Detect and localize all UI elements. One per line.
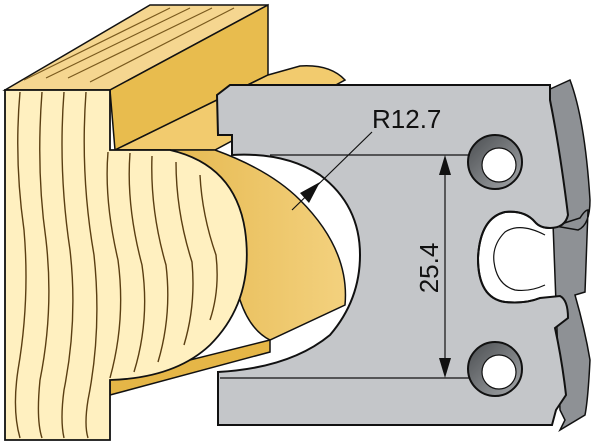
radius-dimension [291, 131, 373, 211]
arrow-up [439, 155, 451, 175]
radius-arrow [300, 182, 320, 203]
radius-dimension-label: R12.7 [372, 104, 441, 134]
wood-front-face [4, 89, 248, 441]
height-dimension [220, 154, 470, 379]
wood-top-grain [23, 7, 235, 83]
mounting-hole-top [467, 134, 523, 190]
locating-slot [476, 210, 551, 304]
arrow-down [439, 358, 451, 378]
wood-grain-lines [14, 91, 218, 439]
locating-slot-inner [493, 227, 546, 292]
mounting-hole-bottom [467, 341, 523, 397]
profile-knife [215, 78, 591, 432]
height-dimension-label: 25.4 [414, 243, 444, 294]
